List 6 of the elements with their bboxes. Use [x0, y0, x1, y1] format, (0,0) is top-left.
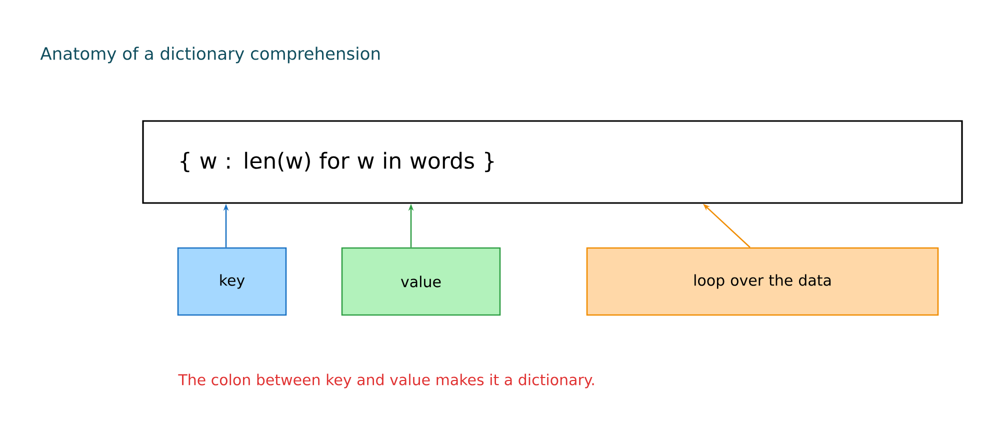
label-box: key [177, 247, 287, 316]
code-box: { w : len(w) for w in words } [142, 120, 963, 204]
title: Anatomy of a dictionary comprehension [40, 46, 380, 64]
label-box: loop over the data [586, 247, 939, 316]
note: The colon between key and value makes it a dictionary. [178, 374, 594, 388]
label-box: value [341, 247, 501, 316]
